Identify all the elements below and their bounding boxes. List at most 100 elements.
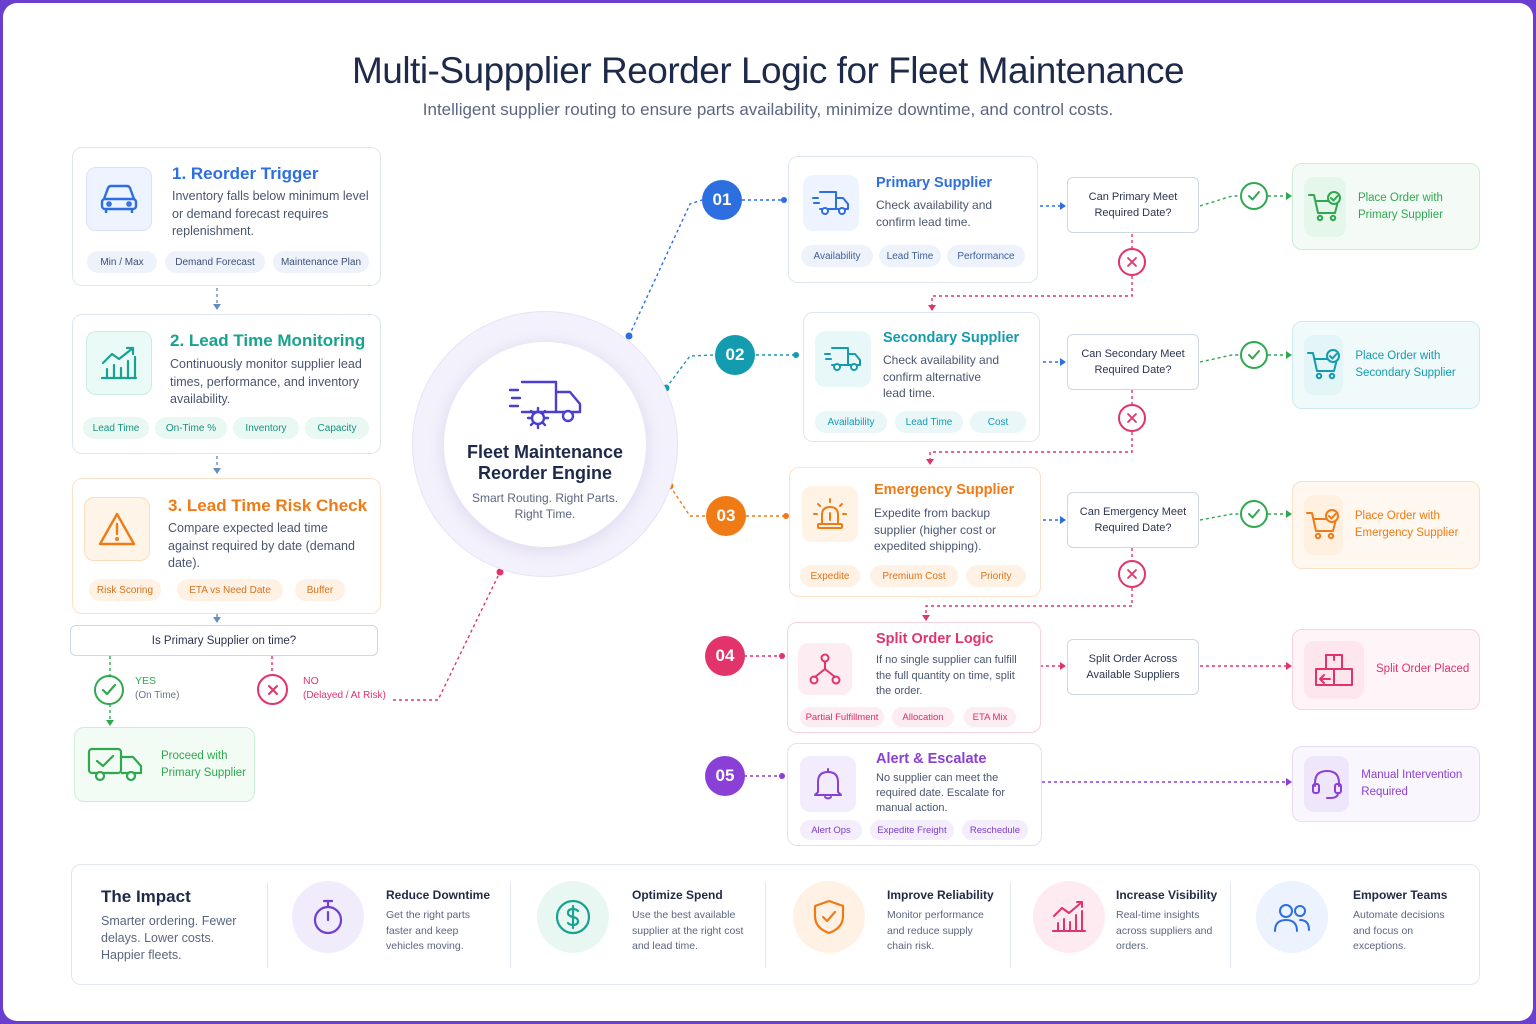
secondary-question-box: Can Secondary Meet Required Date? — [1067, 334, 1199, 390]
reorder-trigger-card: 1. Reorder Trigger Inventory falls below… — [72, 147, 381, 286]
step-04-badge: 04 — [705, 636, 745, 676]
step-01-badge: 01 — [702, 180, 742, 220]
tag-eta-vs-need-date: ETA vs Need Date — [177, 579, 283, 601]
siren-icon — [802, 486, 858, 542]
tag-demand-forecast: Demand Forecast — [165, 251, 265, 273]
no-label: NO — [303, 675, 319, 687]
tag-lead-time: Lead Time — [83, 417, 149, 439]
tag-availability: Availability — [801, 245, 873, 267]
tag-lead-time: Lead Time — [879, 245, 941, 267]
check-icon — [1240, 500, 1268, 528]
truck-icon — [815, 331, 871, 387]
result-label: Place Order with Primary Supplier — [1357, 191, 1443, 221]
divider — [510, 882, 511, 968]
primary-question-box: Can Primary Meet Required Date? — [1067, 177, 1199, 233]
tag-on-time: On-Time % — [155, 417, 227, 439]
impact-item-title: Empower Teams — [1353, 888, 1448, 902]
headset-icon — [1304, 756, 1350, 812]
result-label: Proceed with Primary Supplier — [161, 749, 246, 779]
card-description: Expedite from backup supplier (higher co… — [874, 506, 997, 553]
page-subtitle: Intelligent supplier routing to ensure p… — [422, 100, 1114, 119]
tag-partial-fulfillment: Partial Fulfillment — [800, 707, 884, 727]
card-title: 1. Reorder Trigger — [172, 164, 319, 183]
truck-check-icon — [87, 745, 145, 785]
no-sublabel: (Delayed / At Risk) — [303, 690, 386, 701]
truck-icon — [803, 175, 859, 231]
card-description: Inventory falls below minimum level or d… — [172, 189, 369, 238]
card-description: If no single supplier can fulfill the fu… — [876, 654, 1017, 697]
step-03-badge: 03 — [706, 496, 746, 536]
truck-gear-icon — [508, 378, 584, 432]
impact-item-title: Increase Visibility — [1116, 888, 1218, 902]
impact-item-title: Reduce Downtime — [386, 888, 491, 902]
card-description: Check availability and confirm alternati… — [883, 353, 1000, 400]
tag-lead-time: Lead Time — [895, 411, 963, 433]
shield-check-icon — [793, 881, 865, 953]
x-icon — [1118, 560, 1146, 588]
card-description: No supplier can meet the required date. … — [876, 772, 1006, 814]
trend-chart-icon — [86, 331, 152, 395]
divider — [765, 882, 766, 968]
impact-item-title: Improve Reliability — [887, 888, 994, 902]
tag-eta-mix: ETA Mix — [964, 707, 1016, 727]
tag-buffer: Buffer — [295, 579, 345, 601]
x-icon — [257, 674, 288, 705]
emergency-supplier-card: Emergency Supplier Expedite from backup … — [789, 467, 1041, 597]
engine-subtitle: Smart Routing. Right Parts. Right Time. — [471, 491, 619, 521]
cart-check-icon — [1304, 495, 1343, 555]
tag-premium-cost: Premium Cost — [870, 565, 958, 587]
card-title: 2. Lead Time Monitoring — [170, 331, 366, 350]
yes-sublabel: (On Time) — [135, 690, 180, 701]
check-icon — [1240, 182, 1268, 210]
card-title: Secondary Supplier — [883, 330, 1020, 346]
result-label: Split Order Placed — [1376, 663, 1470, 675]
boxes-icon — [1304, 640, 1364, 699]
result-label: Place Order with Emergency Supplier — [1354, 510, 1459, 539]
tag-capacity: Capacity — [305, 417, 369, 439]
growth-chart-icon — [1033, 881, 1105, 953]
warning-icon — [84, 497, 150, 561]
impact-item-desc: Use the best available supplier at the r… — [632, 909, 744, 952]
page-title: Multi-Suppplier Reorder Logic for Fleet … — [351, 50, 1185, 91]
tag-min-max: Min / Max — [87, 251, 157, 273]
result-label: Manual Intervention Required — [1361, 769, 1463, 798]
split-icon — [798, 643, 852, 695]
tag-alert-ops: Alert Ops — [800, 820, 862, 840]
dollar-icon — [537, 881, 609, 953]
impact-item-desc: Automate decisions and focus on exceptio… — [1353, 909, 1445, 952]
divider — [1230, 882, 1231, 968]
primary-on-time-question: Is Primary Supplier on time? — [70, 625, 378, 656]
tag-risk-scoring: Risk Scoring — [89, 579, 161, 601]
x-icon — [1118, 248, 1146, 276]
car-icon — [86, 167, 152, 231]
secondary-supplier-card: Secondary Supplier Check availability an… — [803, 312, 1040, 442]
alert-escalate-card: Alert & Escalate No supplier can meet th… — [787, 743, 1042, 846]
card-description: Check availability and confirm lead time… — [876, 198, 993, 229]
cart-check-icon — [1304, 335, 1344, 395]
tag-availability: Availability — [815, 411, 887, 433]
stopwatch-icon — [292, 881, 364, 953]
impact-item-desc: Monitor performance and reduce supply ch… — [887, 909, 984, 952]
tag-performance: Performance — [947, 245, 1025, 267]
tag-allocation: Allocation — [892, 707, 954, 727]
card-description: Continuously monitor supplier lead times… — [170, 357, 362, 406]
tag-priority: Priority — [966, 565, 1026, 587]
card-title: Alert & Escalate — [876, 751, 987, 767]
impact-item-desc: Get the right parts faster and keep vehi… — [386, 909, 471, 952]
card-title: Split Order Logic — [876, 631, 994, 647]
impact-title: The Impact — [101, 887, 191, 906]
card-title: Emergency Supplier — [874, 482, 1015, 498]
check-icon — [94, 675, 124, 705]
engine-title: Fleet Maintenance Reorder Engine — [466, 442, 624, 483]
tag-reschedule: Reschedule — [962, 820, 1028, 840]
divider — [1010, 882, 1011, 968]
divider — [267, 882, 268, 968]
card-description: Compare expected lead time against requi… — [168, 521, 355, 570]
tag-cost: Cost — [970, 411, 1026, 433]
step-02-badge: 02 — [715, 335, 755, 375]
check-icon — [1240, 341, 1268, 369]
tag-inventory: Inventory — [233, 417, 299, 439]
place-order-primary-result: Place Order with Primary Supplier — [1292, 163, 1480, 250]
impact-item-desc: Real-time insights across suppliers and … — [1116, 909, 1213, 952]
split-order-across-box: Split Order Across Available Suppliers — [1067, 639, 1199, 695]
